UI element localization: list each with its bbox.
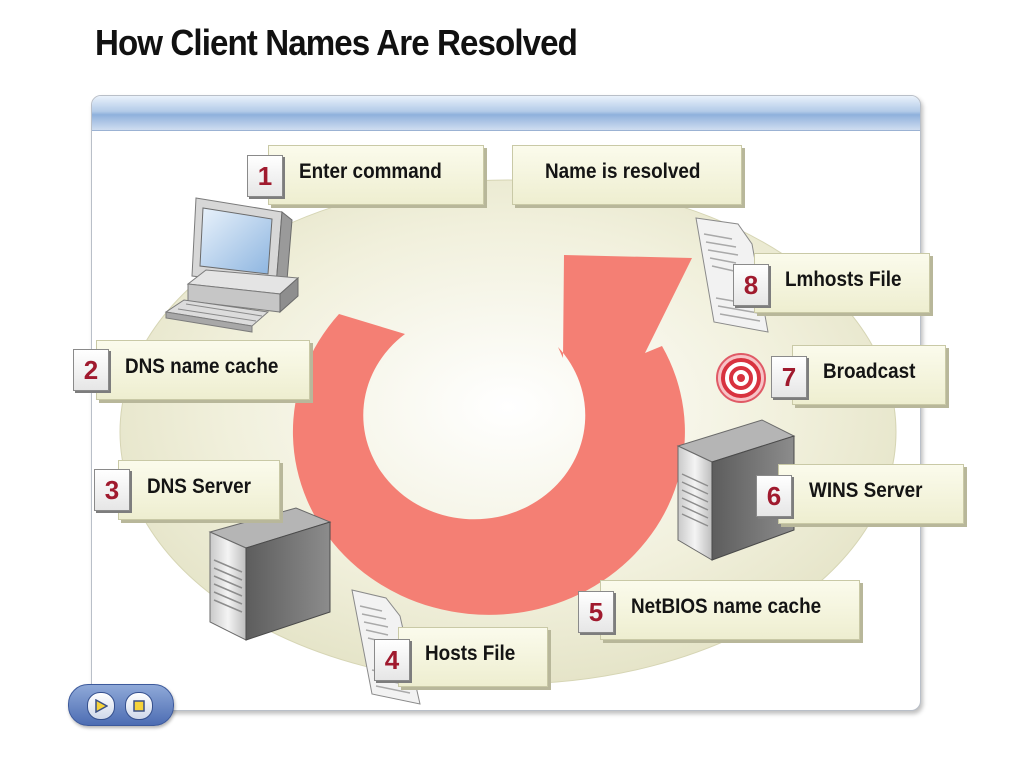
step-label: NetBIOS name cache <box>631 595 822 618</box>
result-label: Name is resolved <box>545 160 701 183</box>
step-label: DNS name cache <box>125 355 279 378</box>
step-hosts-file: Hosts File <box>398 627 548 687</box>
animation-controls <box>68 684 174 726</box>
stop-icon <box>133 700 145 712</box>
slide-title: How Client Names Are Resolved <box>95 22 578 63</box>
step-label: Enter command <box>299 160 442 183</box>
circular-arrow <box>292 255 692 615</box>
step-dns-server: DNS Server <box>118 460 280 520</box>
step-number-badge: 3 <box>94 469 130 511</box>
step-dns-name-cache: DNS name cache <box>96 340 310 400</box>
result-name-resolved: Name is resolved <box>512 145 742 205</box>
server-tower-icon <box>208 507 332 641</box>
step-enter-command: Enter command <box>268 145 484 205</box>
step-label: Hosts File <box>425 642 516 665</box>
step-label: DNS Server <box>147 475 252 498</box>
step-number-badge: 2 <box>73 349 109 391</box>
step-number-badge: 8 <box>733 264 769 306</box>
step-wins-server: WINS Server <box>778 464 964 524</box>
step-number-badge: 6 <box>756 475 792 517</box>
step-lmhosts-file: Lmhosts File <box>754 253 930 313</box>
panel-header-bar <box>92 96 920 131</box>
step-label: Broadcast <box>823 360 916 383</box>
step-netbios-name-cache: NetBIOS name cache <box>600 580 860 640</box>
step-label: Lmhosts File <box>785 268 902 291</box>
step-number-badge: 7 <box>771 356 807 398</box>
stop-button[interactable] <box>125 692 153 720</box>
step-number-badge: 5 <box>578 591 614 633</box>
broadcast-target-icon <box>716 353 766 403</box>
server-tower-icon <box>676 419 796 561</box>
desktop-computer-icon <box>164 197 300 333</box>
step-label: WINS Server <box>809 479 923 502</box>
step-broadcast: Broadcast <box>792 345 946 405</box>
step-number-badge: 4 <box>374 639 410 681</box>
play-icon <box>95 699 108 713</box>
play-button[interactable] <box>87 692 115 720</box>
step-number-badge: 1 <box>247 155 283 197</box>
